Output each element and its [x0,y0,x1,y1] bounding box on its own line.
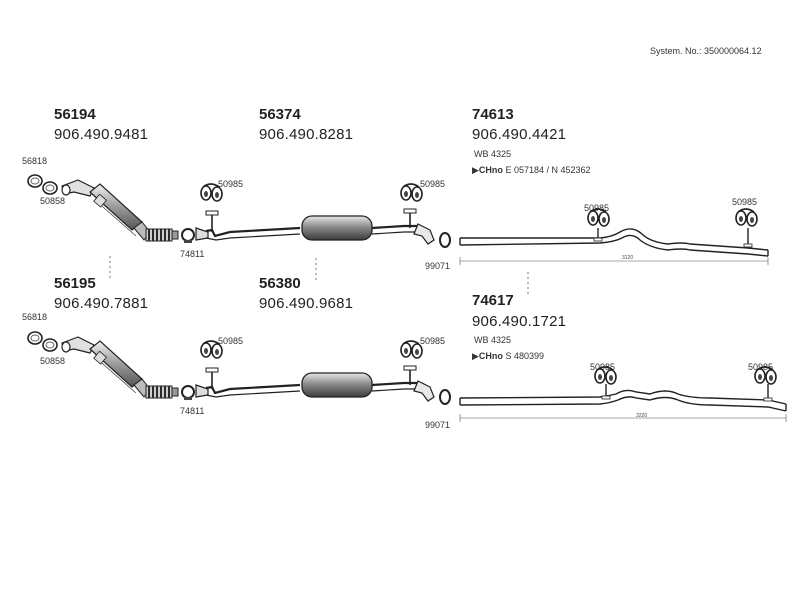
label-rear-clamp-upper: 99071 [425,261,451,271]
hanger-icon [587,208,610,227]
front-pipe-oem-number-lower: 906.490.7881 [54,295,149,312]
middle-silencer-lower [204,364,452,406]
system-number: System. No.: 350000064.12 [650,46,762,56]
rear-pipe-part-number: 74613 [472,106,514,123]
rear-pipe-part-number-lower: 74617 [472,292,514,309]
label-hanger-upper-2: 50985 [420,179,446,189]
label-clamp-upper: 74811 [180,249,205,259]
chassis-value: E 057184 / N 452362 [505,165,591,175]
middle-silencer-upper [204,207,452,249]
rear-pipe-oem-number-lower: 906.490.1721 [472,313,567,330]
chassis-prefix: CHno [478,165,503,175]
label-gasket-upper: 50858 [40,196,66,206]
rear-pipe-oem-number: 906.490.4421 [472,126,567,143]
hanger-icon [200,340,223,359]
label-ring-lower: 56818 [22,312,48,322]
middle-silencer-part-number-lower: 56380 [259,275,301,292]
arrow-icon: ▶ [472,165,479,175]
chassis-prefix: CHno [478,351,503,361]
front-pipe-catalyst-upper [27,174,209,244]
middle-silencer-part-number: 56374 [259,106,301,123]
label-clamp-lower: 74811 [180,406,205,416]
rear-pipe-wheelbase-lower: WB 4325 [474,335,512,345]
label-hanger-lower-2: 50985 [420,336,446,346]
arrow-icon: ▶ [472,351,479,361]
hanger-icon [200,183,223,202]
label-hanger-lower-1: 50985 [218,336,244,346]
front-pipe-oem-number: 906.490.9481 [54,126,149,143]
front-pipe-catalyst-lower [27,331,209,401]
rear-pipe-chassis-numbers: ▶CHno E 057184 / N 452362 [472,166,591,175]
hanger-icon [400,340,423,359]
label-hanger-upper-1: 50985 [218,179,244,189]
middle-silencer-oem-number-lower: 906.490.9681 [259,295,354,312]
label-hanger-lower-4: 50985 [748,362,774,372]
rear-pipe-upper [459,228,769,265]
hanger-icon [754,366,777,385]
dimension-upper: 3120 [622,255,634,261]
rear-pipe-chassis-numbers-lower: ▶CHno S 480399 [472,352,544,361]
rear-pipe-lower [459,384,787,422]
hanger-icon [400,183,423,202]
hanger-icon [594,366,617,385]
middle-silencer-oem-number: 906.490.8281 [259,126,354,143]
hanger-icon [735,208,758,227]
label-hanger-upper-3: 50985 [584,203,610,213]
label-rear-clamp-lower: 99071 [425,420,451,430]
rear-pipe-wheelbase: WB 4325 [474,149,512,159]
dimension-lower: 3220 [636,413,648,419]
chassis-value: S 480399 [505,351,544,361]
label-ring-upper: 56818 [22,156,48,166]
front-pipe-part-number-lower: 56195 [54,275,96,292]
front-pipe-part-number: 56194 [54,106,96,123]
label-gasket-lower: 50858 [40,356,66,366]
label-hanger-upper-4: 50985 [732,197,758,207]
